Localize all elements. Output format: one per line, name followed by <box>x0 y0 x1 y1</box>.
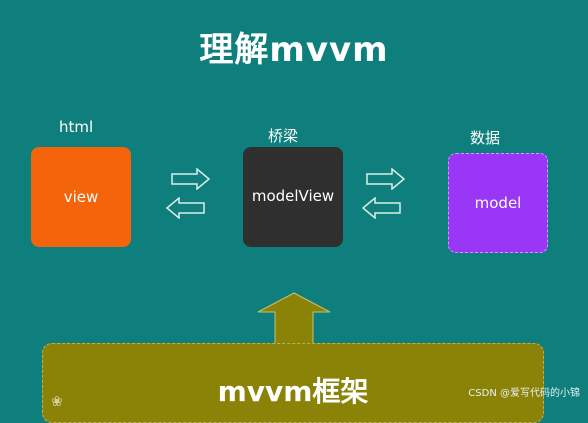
model-box-label: model <box>474 194 522 212</box>
paw-icon: ❀ <box>51 394 63 410</box>
right-arrow-icon <box>366 168 406 190</box>
left-arrow-icon <box>165 197 205 219</box>
diagram-title: 理解mvvm <box>199 30 389 70</box>
view-box: view <box>31 147 131 247</box>
mvvm-framework-base: ❀ mvvm框架 <box>42 343 544 423</box>
label-html: html <box>59 118 94 136</box>
mvvm-framework-label: mvvm框架 <box>217 375 369 408</box>
watermark: CSDN @爱写代码的小锦 <box>468 388 580 399</box>
label-bridge: 桥梁 <box>268 127 299 145</box>
viewmodel-box: modelView <box>243 147 343 247</box>
model-box: model <box>448 153 548 253</box>
right-arrow-icon <box>171 168 211 190</box>
up-arrow-icon <box>257 292 331 344</box>
view-box-label: view <box>63 188 99 206</box>
viewmodel-box-label: modelView <box>251 187 335 205</box>
left-arrow-icon <box>361 197 401 219</box>
label-data: 数据 <box>470 129 501 147</box>
